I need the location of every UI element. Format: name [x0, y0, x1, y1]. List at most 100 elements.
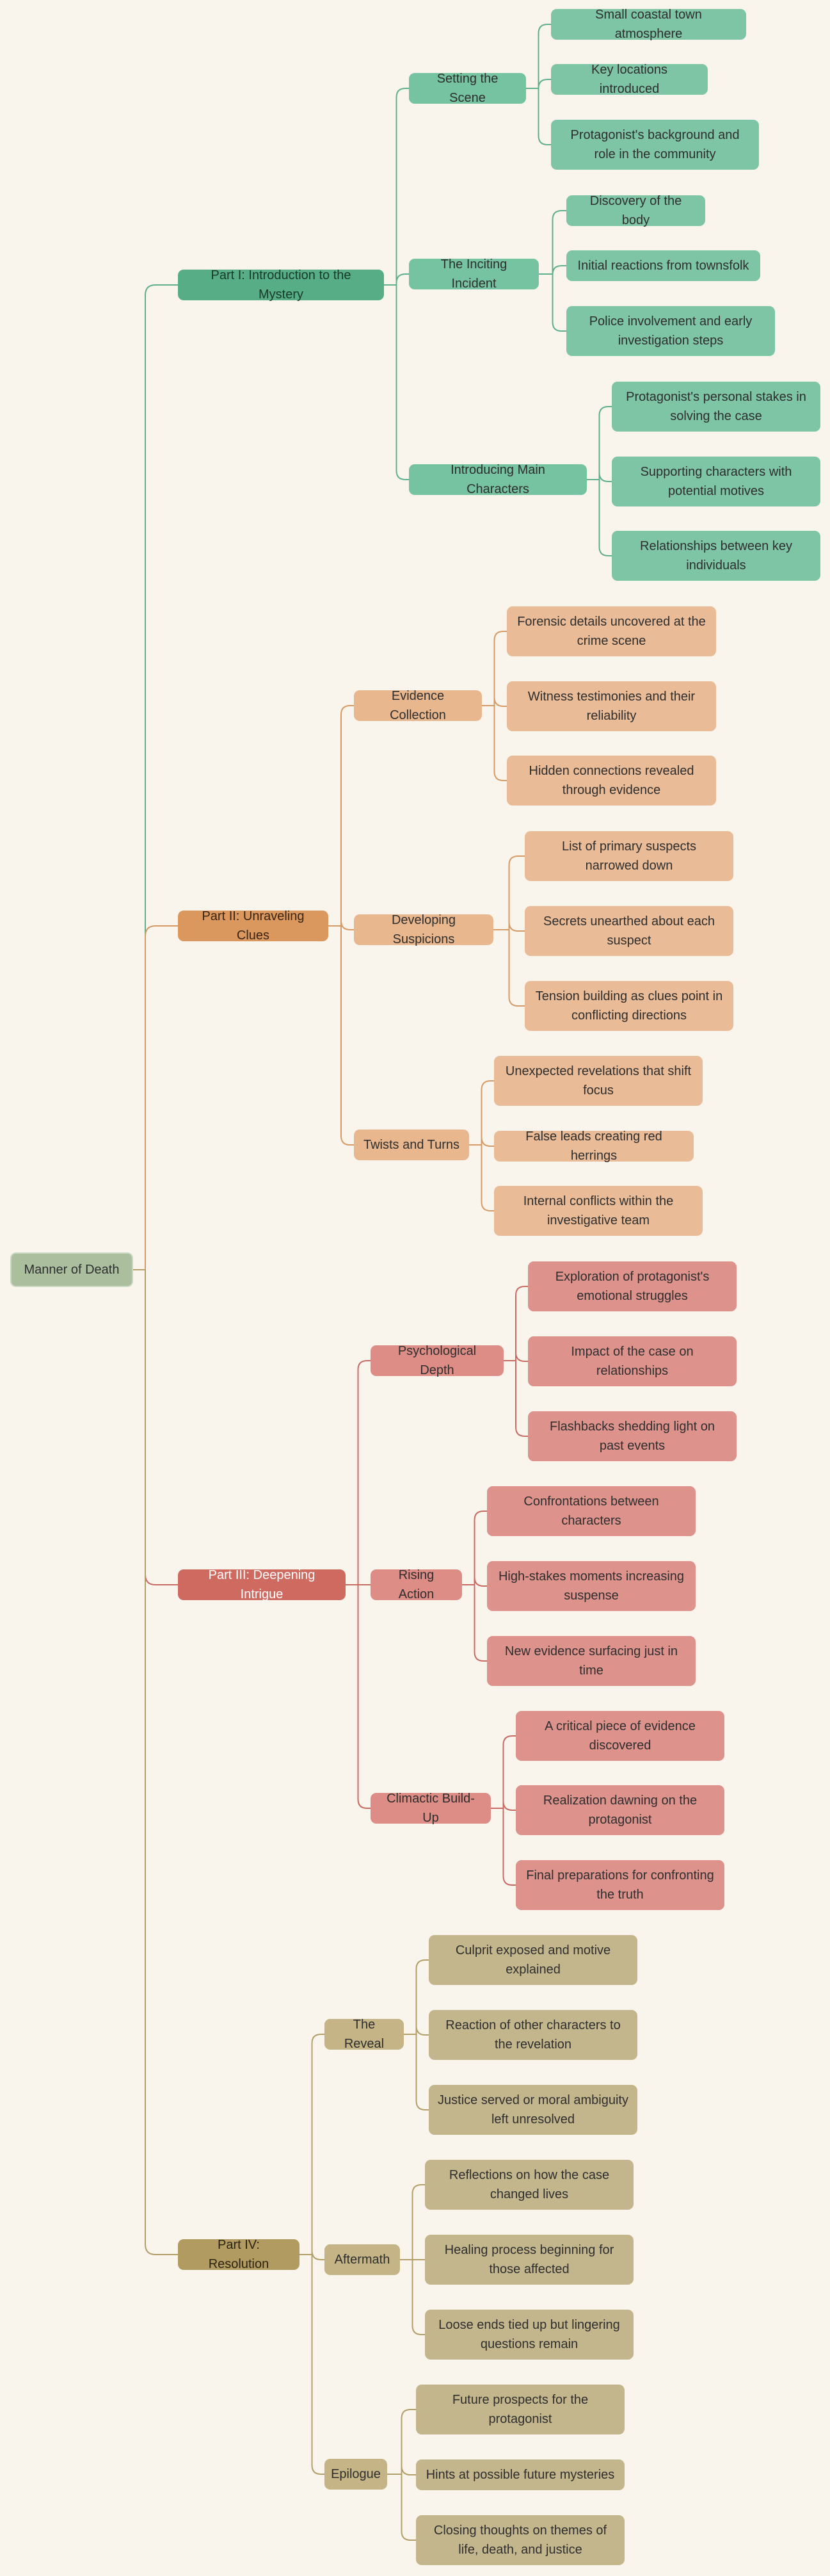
connector-root-part-2	[133, 925, 178, 1270]
leaf-node-tension-building-as-clues-point-in-confl[interactable]: Tension building as clues point in confl…	[525, 981, 733, 1031]
section-node-evidence-collection[interactable]: Evidence Collection	[354, 689, 482, 722]
leaf-node-a-critical-piece-of-evidence-discovered-label: A critical piece of evidence discovered	[545, 1719, 696, 1753]
section-node-twists-and-turns[interactable]: Twists and Turns	[354, 1130, 469, 1160]
section-node-setting-the-scene[interactable]: Setting the Scene	[409, 72, 526, 105]
leaf-node-closing-thoughts-on-themes-of-life-death-label: Closing thoughts on themes of life, deat…	[433, 2523, 607, 2557]
section-node-psychological-depth[interactable]: Psychological Depth	[371, 1344, 504, 1377]
connector-climactic-build-up-items	[491, 1735, 516, 1886]
section-node-the-reveal-label: The Reveal	[344, 2018, 385, 2051]
leaf-node-police-involvement-and-early-investigati-label: Police involvement and early investigati…	[589, 314, 753, 348]
leaf-node-hidden-connections-revealed-through-evid[interactable]: Hidden connections revealed through evid…	[507, 756, 716, 806]
leaf-node-forensic-details-uncovered-at-the-crime-[interactable]: Forensic details uncovered at the crime …	[507, 606, 716, 656]
leaf-node-flashbacks-shedding-light-on-past-events-label: Flashbacks shedding light on past events	[550, 1420, 715, 1453]
leaf-node-confrontations-between-characters[interactable]: Confrontations between characters	[487, 1486, 696, 1536]
leaf-node-secrets-unearthed-about-each-suspect[interactable]: Secrets unearthed about each suspect	[525, 906, 733, 956]
leaf-node-relationships-between-key-individuals-label: Relationships between key individuals	[640, 539, 792, 572]
leaf-node-loose-ends-tied-up-but-lingering-questio-label: Loose ends tied up but lingering questio…	[438, 2318, 620, 2351]
leaf-node-justice-served-or-moral-ambiguity-left-u[interactable]: Justice served or moral ambiguity left u…	[429, 2085, 637, 2135]
leaf-node-a-critical-piece-of-evidence-discovered[interactable]: A critical piece of evidence discovered	[516, 1711, 724, 1761]
connector-part-2-sections	[328, 705, 354, 1146]
leaf-node-protagonist-s-background-and-role-in-the[interactable]: Protagonist's background and role in the…	[551, 120, 759, 170]
leaf-node-false-leads-creating-red-herrings[interactable]: False leads creating red herrings	[494, 1130, 694, 1163]
leaf-node-initial-reactions-from-townsfolk-label: Initial reactions from townsfolk	[577, 259, 749, 273]
leaf-node-police-involvement-and-early-investigati[interactable]: Police involvement and early investigati…	[566, 306, 775, 356]
leaf-node-tension-building-as-clues-point-in-confl-label: Tension building as clues point in confl…	[535, 989, 723, 1023]
leaf-node-culprit-exposed-and-motive-explained-label: Culprit exposed and motive explained	[455, 1943, 611, 1977]
connector-part-4-sections	[299, 2034, 324, 2475]
leaf-node-healing-process-beginning-for-those-affe-label: Healing process beginning for those affe…	[444, 2243, 614, 2276]
leaf-node-key-locations-introduced-label: Key locations introduced	[591, 63, 667, 96]
section-node-psychological-depth-label: Psychological Depth	[397, 1344, 477, 1377]
leaf-node-reaction-of-other-characters-to-the-reve-label: Reaction of other characters to the reve…	[445, 2018, 621, 2052]
leaf-node-initial-reactions-from-townsfolk[interactable]: Initial reactions from townsfolk	[566, 250, 760, 281]
section-node-epilogue-label: Epilogue	[331, 2467, 381, 2481]
leaf-node-protagonist-s-personal-stakes-in-solving-label: Protagonist's personal stakes in solving…	[626, 390, 806, 423]
section-node-the-reveal[interactable]: The Reveal	[324, 2018, 404, 2051]
leaf-node-supporting-characters-with-potential-mot-label: Supporting characters with potential mot…	[640, 465, 792, 498]
connector-rising-action-items	[462, 1511, 487, 1662]
leaf-node-realization-dawning-on-the-protagonist[interactable]: Realization dawning on the protagonist	[516, 1785, 724, 1835]
connector-part-1-sections	[384, 88, 409, 480]
leaf-node-high-stakes-moments-increasing-suspense[interactable]: High-stakes moments increasing suspense	[487, 1561, 696, 1611]
section-node-developing-suspicions[interactable]: Developing Suspicions	[354, 913, 493, 946]
connector-the-inciting-incident-items	[539, 210, 566, 332]
leaf-node-supporting-characters-with-potential-mot[interactable]: Supporting characters with potential mot…	[612, 457, 820, 506]
leaf-node-unexpected-revelations-that-shift-focus[interactable]: Unexpected revelations that shift focus	[494, 1056, 703, 1106]
leaf-node-witness-testimonies-and-their-reliabilit[interactable]: Witness testimonies and their reliabilit…	[507, 681, 716, 731]
section-node-aftermath[interactable]: Aftermath	[324, 2244, 400, 2275]
connector-developing-suspicions-items	[493, 855, 525, 1007]
section-node-evidence-collection-label: Evidence Collection	[390, 689, 446, 722]
part-node-1[interactable]: Part I: Introduction to the Mystery	[178, 268, 384, 302]
section-node-twists-and-turns-label: Twists and Turns	[363, 1138, 460, 1152]
connector-root-part-3	[133, 1269, 178, 1585]
leaf-node-reflections-on-how-the-case-changed-live[interactable]: Reflections on how the case changed live…	[425, 2160, 634, 2210]
leaf-node-small-coastal-town-atmosphere[interactable]: Small coastal town atmosphere	[551, 8, 746, 41]
leaf-node-exploration-of-protagonist-s-emotional-s[interactable]: Exploration of protagonist's emotional s…	[528, 1261, 737, 1311]
leaf-node-list-of-primary-suspects-narrowed-down[interactable]: List of primary suspects narrowed down	[525, 831, 733, 881]
leaf-node-relationships-between-key-individuals[interactable]: Relationships between key individuals	[612, 531, 820, 581]
leaf-node-discovery-of-the-body[interactable]: Discovery of the body	[566, 194, 705, 227]
connector-the-reveal-items	[404, 1959, 429, 2110]
leaf-node-high-stakes-moments-increasing-suspense-label: High-stakes moments increasing suspense	[498, 1569, 685, 1603]
section-node-the-inciting-incident[interactable]: The Inciting Incident	[409, 257, 539, 291]
leaf-node-small-coastal-town-atmosphere-label: Small coastal town atmosphere	[595, 8, 702, 41]
section-node-the-inciting-incident-label: The Inciting Incident	[440, 257, 507, 291]
part-node-2-label: Part II: Unraveling Clues	[202, 909, 305, 943]
section-node-climactic-build-up[interactable]: Climactic Build-Up	[371, 1792, 491, 1825]
leaf-node-loose-ends-tied-up-but-lingering-questio[interactable]: Loose ends tied up but lingering questio…	[425, 2310, 634, 2360]
connector-twists-and-turns-items	[469, 1080, 494, 1211]
connector-part-3-sections	[346, 1360, 371, 1809]
leaf-node-flashbacks-shedding-light-on-past-events[interactable]: Flashbacks shedding light on past events	[528, 1411, 737, 1461]
leaf-node-key-locations-introduced[interactable]: Key locations introduced	[551, 63, 708, 96]
leaf-node-culprit-exposed-and-motive-explained[interactable]: Culprit exposed and motive explained	[429, 1935, 637, 1985]
leaf-node-impact-of-the-case-on-relationships-label: Impact of the case on relationships	[571, 1345, 694, 1378]
leaf-node-final-preparations-for-confronting-the-t-label: Final preparations for confronting the t…	[526, 1868, 714, 1902]
connector-epilogue-items	[387, 2409, 416, 2541]
leaf-node-final-preparations-for-confronting-the-t[interactable]: Final preparations for confronting the t…	[516, 1860, 724, 1910]
part-node-3[interactable]: Part III: Deepening Intrigue	[178, 1568, 346, 1601]
root-node[interactable]: Manner of Death	[10, 1252, 133, 1287]
section-node-climactic-build-up-label: Climactic Build-Up	[387, 1792, 475, 1825]
leaf-node-exploration-of-protagonist-s-emotional-s-label: Exploration of protagonist's emotional s…	[555, 1270, 710, 1303]
section-node-rising-action[interactable]: Rising Action	[371, 1568, 462, 1601]
leaf-node-new-evidence-surfacing-just-in-time[interactable]: New evidence surfacing just in time	[487, 1636, 696, 1686]
leaf-node-internal-conflicts-within-the-investigat[interactable]: Internal conflicts within the investigat…	[494, 1186, 703, 1236]
part-node-2[interactable]: Part II: Unraveling Clues	[178, 909, 328, 943]
section-node-setting-the-scene-label: Setting the Scene	[436, 72, 499, 105]
leaf-node-protagonist-s-personal-stakes-in-solving[interactable]: Protagonist's personal stakes in solving…	[612, 382, 820, 432]
leaf-node-healing-process-beginning-for-those-affe[interactable]: Healing process beginning for those affe…	[425, 2235, 634, 2285]
section-node-epilogue[interactable]: Epilogue	[324, 2459, 387, 2490]
leaf-node-false-leads-creating-red-herrings-label: False leads creating red herrings	[525, 1130, 662, 1163]
leaf-node-reaction-of-other-characters-to-the-reve[interactable]: Reaction of other characters to the reve…	[429, 2010, 637, 2060]
leaf-node-impact-of-the-case-on-relationships[interactable]: Impact of the case on relationships	[528, 1336, 737, 1386]
leaf-node-hints-at-possible-future-mysteries-label: Hints at possible future mysteries	[426, 2468, 615, 2482]
leaf-node-closing-thoughts-on-themes-of-life-death[interactable]: Closing thoughts on themes of life, deat…	[416, 2515, 625, 2565]
leaf-node-reflections-on-how-the-case-changed-live-label: Reflections on how the case changed live…	[449, 2168, 610, 2201]
connector-psychological-depth-items	[504, 1286, 528, 1437]
section-node-introducing-main-characters[interactable]: Introducing Main Characters	[409, 463, 587, 496]
leaf-node-protagonist-s-background-and-role-in-the-label: Protagonist's background and role in the…	[570, 128, 740, 161]
connector-aftermath-items	[400, 2184, 425, 2335]
leaf-node-future-prospects-for-the-protagonist[interactable]: Future prospects for the protagonist	[416, 2385, 625, 2434]
part-node-4[interactable]: Part IV: Resolution	[178, 2238, 299, 2271]
leaf-node-hints-at-possible-future-mysteries[interactable]: Hints at possible future mysteries	[416, 2459, 625, 2490]
